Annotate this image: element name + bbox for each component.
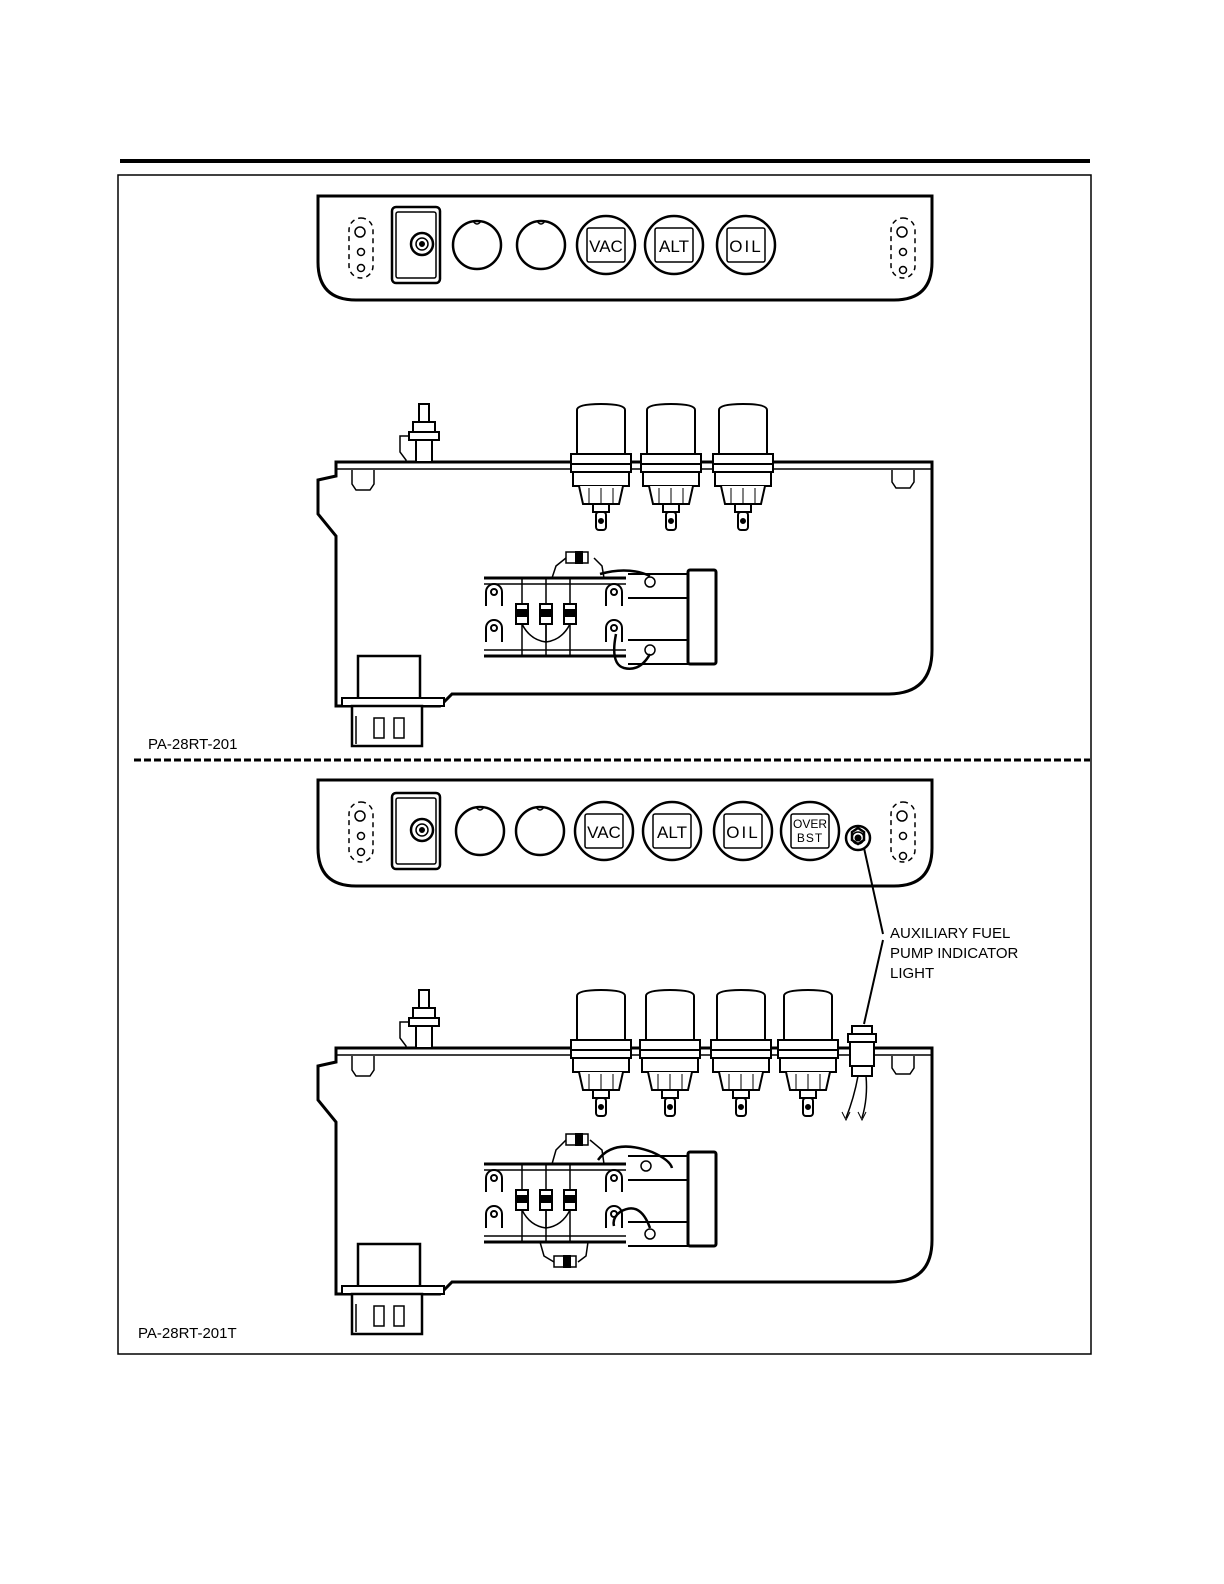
top-front-panel: VAC ALT OIL <box>318 196 932 300</box>
alt-label-2: ALT <box>657 823 687 842</box>
over-label: OVER <box>793 817 827 831</box>
oil-label: OIL <box>729 237 762 256</box>
oil-label-2: OIL <box>726 823 759 842</box>
bst-label: BST <box>797 831 823 845</box>
test-switch-rear-2 <box>400 990 439 1048</box>
bottom-rear-assembly <box>318 990 932 1334</box>
annotation-line-1: AUXILIARY FUEL <box>890 925 1010 942</box>
annotation-line-3: LIGHT <box>890 965 934 982</box>
vac-label: VAC <box>589 237 623 256</box>
vac-label-2: VAC <box>587 823 621 842</box>
caption-bottom: PA-28RT-201T <box>138 1325 237 1342</box>
top-rear-assembly <box>318 404 932 746</box>
test-switch-rear <box>400 404 439 462</box>
annotation-line-2: PUMP INDICATOR <box>890 945 1019 962</box>
caption-top: PA-28RT-201 <box>148 736 238 753</box>
alt-label: ALT <box>659 237 689 256</box>
bottom-front-panel: VAC ALT OIL OVER BST <box>318 780 932 886</box>
